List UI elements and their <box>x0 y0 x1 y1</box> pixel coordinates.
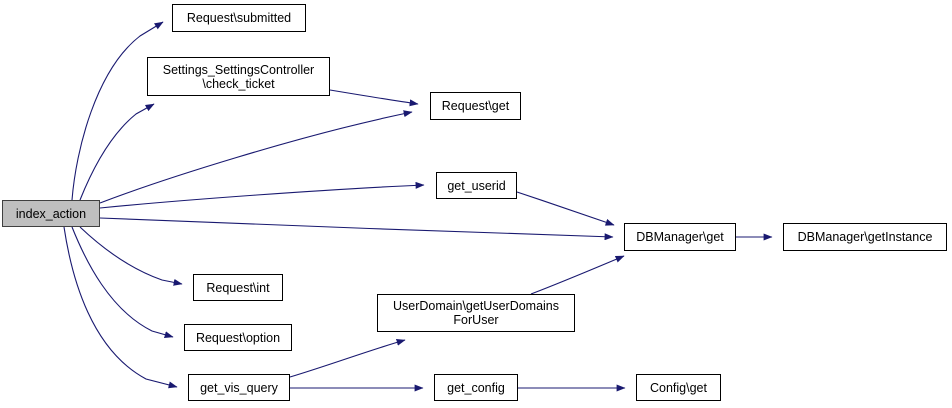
graph-edge-index_action-to-request_submitted <box>71 21 164 201</box>
graph-edge-index_action-to-request_option <box>71 226 174 339</box>
graph-node-request_option[interactable]: Request\option <box>184 324 292 351</box>
graph-edge-get_userid-to-dbmanager_get <box>516 191 615 226</box>
edge-group <box>63 21 773 392</box>
graph-edge-settings_check_ticket-to-request_get <box>329 89 419 107</box>
graph-node-label: get_vis_query <box>200 380 278 395</box>
graph-node-label: Request\int <box>206 280 270 295</box>
graph-node-config_get[interactable]: Config\get <box>636 374 721 401</box>
graph-edge-index_action-to-get_vis_query <box>63 226 178 389</box>
graph-edge-index_action-to-request_int <box>79 226 183 286</box>
graph-node-label: Request\get <box>441 99 510 113</box>
graph-node-settings_check_ticket[interactable]: Settings_SettingsController \check_ticke… <box>147 57 330 96</box>
graph-edge-index_action-to-request_get <box>99 110 413 204</box>
graph-node-request_get[interactable]: Request\get <box>430 92 521 120</box>
graph-node-get_config[interactable]: get_config <box>434 374 518 401</box>
graph-node-label: get_userid <box>447 178 506 193</box>
graph-node-request_int[interactable]: Request\int <box>193 274 283 301</box>
graph-node-request_submitted[interactable]: Request\submitted <box>172 4 306 32</box>
graph-node-dbmanager_get[interactable]: DBManager\get <box>624 223 736 251</box>
graph-edge-index_action-to-dbmanager_get <box>99 217 614 241</box>
graph-node-index_action[interactable]: index_action <box>2 200 100 227</box>
graph-node-label: DBManager\get <box>636 230 724 244</box>
graph-node-label: Config\get <box>650 380 707 395</box>
graph-node-get_vis_query[interactable]: get_vis_query <box>188 374 290 401</box>
graph-node-label: Settings_SettingsController \check_ticke… <box>162 62 315 91</box>
graph-node-label: get_config <box>447 380 505 395</box>
graph-edge-index_action-to-settings_check_ticket <box>79 103 155 201</box>
graph-node-label: DBManager\getInstance <box>797 230 933 244</box>
graph-node-label: Request\option <box>195 330 281 345</box>
graph-edge-get_vis_query-to-userdomain_getuserdomainsforuser <box>289 338 406 378</box>
graph-node-label: Request\submitted <box>186 11 292 25</box>
graph-node-get_userid[interactable]: get_userid <box>436 172 517 199</box>
graph-edge-userdomain_getuserdomainsforuser-to-dbmanager_get <box>530 255 625 295</box>
graph-node-dbmanager_getinstance[interactable]: DBManager\getInstance <box>783 223 947 251</box>
graph-node-label: UserDomain\getUserDomains ForUser <box>392 299 560 327</box>
graph-node-userdomain_getuserdomainsforuser[interactable]: UserDomain\getUserDomains ForUser <box>377 294 575 332</box>
graph-edge-index_action-to-get_userid <box>99 181 425 209</box>
graph-node-label: index_action <box>15 206 87 221</box>
